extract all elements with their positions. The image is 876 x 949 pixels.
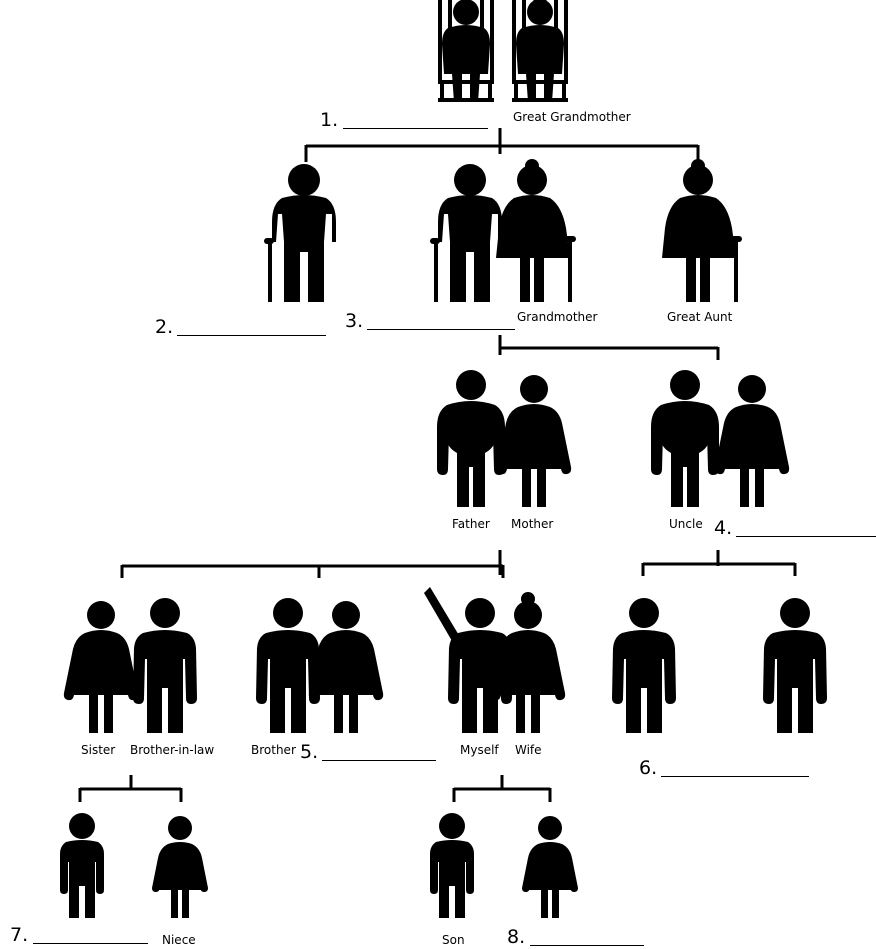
- great-uncle-figure: [264, 164, 336, 302]
- brother-figure: [256, 598, 320, 733]
- nephew-figure: [60, 813, 104, 918]
- blank-5-number: 5.: [300, 741, 319, 763]
- grandmother-figure: [496, 159, 576, 302]
- blank-4-number: 4.: [714, 517, 733, 539]
- great-grandfather-figure: [436, 0, 496, 104]
- label-grandmother: Grandmother: [517, 310, 598, 324]
- son-figure: [430, 813, 474, 918]
- blank-1-line[interactable]: [343, 128, 488, 129]
- blank-7-line[interactable]: [33, 943, 148, 944]
- blank-1-number: 1.: [320, 109, 339, 131]
- great-grandmother-figure: [510, 0, 570, 104]
- blank-6-number: 6.: [639, 757, 658, 779]
- father-figure: [437, 370, 505, 507]
- label-son: Son: [442, 933, 465, 947]
- grandfather-figure: [430, 164, 502, 302]
- uncle-figure: [651, 370, 719, 507]
- blank-5-line[interactable]: [322, 760, 436, 761]
- label-mother: Mother: [511, 517, 554, 531]
- sister-figure: [63, 601, 139, 733]
- connector-lines: [78, 128, 797, 802]
- blank-3-number: 3.: [345, 310, 364, 332]
- sister-in-law-figure: [308, 601, 384, 733]
- daughter-figure: [522, 816, 578, 918]
- label-wife: Wife: [515, 743, 542, 757]
- mother-figure: [496, 375, 572, 507]
- aunt-figure: [714, 375, 790, 507]
- cousin-1-figure: [612, 598, 676, 733]
- blank-2-number: 2.: [155, 316, 174, 338]
- blank-8-number: 8.: [507, 926, 526, 948]
- wife-figure: [490, 592, 566, 733]
- brother-in-law-figure: [133, 598, 197, 733]
- great-aunt-figure: [662, 159, 742, 302]
- blank-3-line[interactable]: [367, 329, 515, 330]
- blank-7-number: 7.: [10, 924, 29, 946]
- label-great-grandmother: Great Grandmother: [513, 110, 631, 124]
- label-great-aunt: Great Aunt: [667, 310, 733, 324]
- blank-6-line[interactable]: [661, 776, 809, 777]
- cousin-2-figure: [763, 598, 827, 733]
- label-brother: Brother: [251, 743, 296, 757]
- niece-figure: [152, 816, 208, 918]
- blank-4-line[interactable]: [736, 536, 876, 537]
- label-myself: Myself: [460, 743, 499, 757]
- label-brother-in-law: Brother-in-law: [130, 743, 215, 757]
- myself-figure: [424, 587, 512, 733]
- blank-2-line[interactable]: [177, 335, 326, 336]
- label-uncle: Uncle: [669, 517, 703, 531]
- label-father: Father: [452, 517, 490, 531]
- label-niece: Niece: [162, 933, 196, 947]
- label-sister: Sister: [81, 743, 116, 757]
- blank-8-line[interactable]: [530, 945, 644, 946]
